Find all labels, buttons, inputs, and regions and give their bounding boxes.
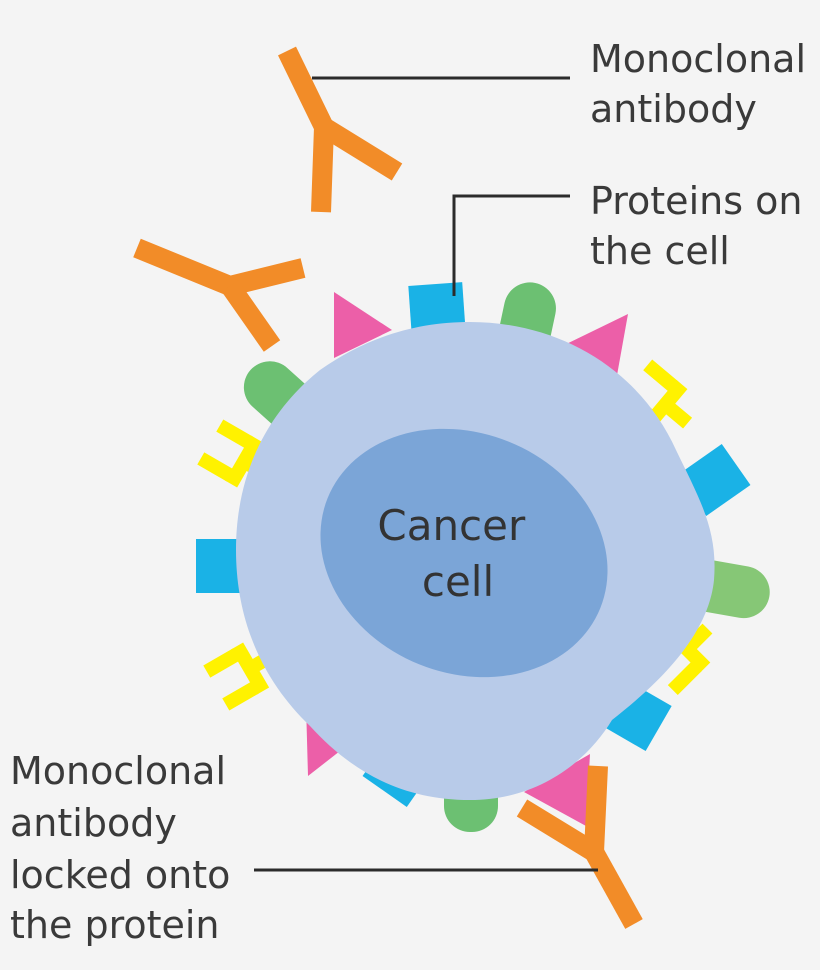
cancer-cell-label: Cancer cell <box>377 501 538 606</box>
leader-line-proteins <box>452 194 570 296</box>
protein-pink-triangle <box>524 754 590 826</box>
label-proteins-on-cell: Proteins on the cell <box>590 179 815 273</box>
protein-pink-triangle <box>334 292 392 358</box>
label-monoclonal-antibody: Monoclonal antibody <box>590 37 818 131</box>
nucleus <box>320 428 608 678</box>
antibody-locked <box>516 765 643 929</box>
antibody-free-top <box>278 46 403 213</box>
protein-blue-square <box>408 282 466 336</box>
antibody-free-left <box>133 238 306 352</box>
label-locked-antibody: Monoclonal antibody locked onto the prot… <box>10 749 243 947</box>
